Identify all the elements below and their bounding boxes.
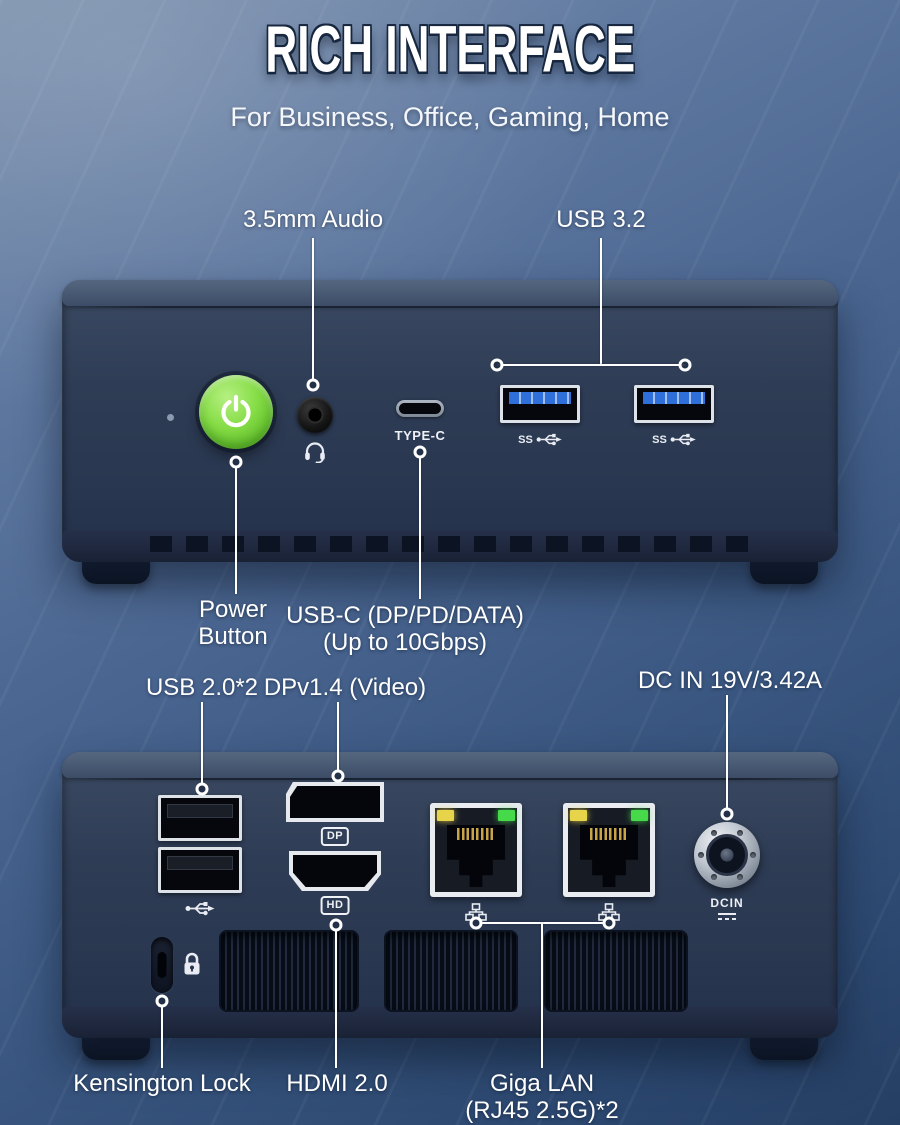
callout-usb20-label: USB 2.0*2 <box>145 674 259 701</box>
lan-led-green <box>498 810 515 821</box>
callout-line <box>337 702 339 770</box>
usb-ss-icon: SS <box>518 432 562 447</box>
callout-marker <box>155 994 169 1008</box>
mini-pc-front-panel <box>62 280 838 562</box>
panel-seam <box>68 306 832 308</box>
callout-usbc-label: USB-C (DP/PD/DATA) (Up to 10Gbps) <box>286 602 524 656</box>
screw-dot <box>711 830 717 836</box>
usb-trident-icon <box>185 900 215 917</box>
dc-jack-barrel <box>706 834 748 876</box>
callout-line <box>235 468 237 594</box>
usb-c-port <box>396 400 444 417</box>
audio-jack-hole <box>308 408 322 422</box>
screw-dot <box>698 852 704 858</box>
displayport-port <box>286 782 384 822</box>
screw-dot <box>750 852 756 858</box>
usb2-tongue <box>167 804 233 818</box>
callout-line <box>497 364 685 366</box>
usb-trident-icon <box>670 433 696 446</box>
callout-marker <box>229 455 243 469</box>
callout-marker <box>602 916 616 930</box>
usb2-port-1 <box>158 795 242 841</box>
callout-line <box>161 1007 163 1068</box>
callout-line <box>726 695 728 808</box>
hdmi-port <box>289 851 381 891</box>
lan-led-yellow <box>437 810 454 821</box>
page-title: RICH INTERFACE <box>0 12 900 86</box>
callout-kensington-label: Kensington Lock <box>73 1070 251 1097</box>
hdmi-badge: HD <box>320 896 350 915</box>
callout-line <box>201 702 203 783</box>
usb3-port-2 <box>634 385 714 423</box>
callout-line <box>541 923 543 1068</box>
type-c-port-label: TYPE-C <box>394 428 446 443</box>
usb3-tongue <box>643 392 705 404</box>
lan-led-yellow <box>570 810 587 821</box>
lan-port-2 <box>563 803 655 897</box>
rj45-pins <box>457 828 495 840</box>
callout-dp-label: DPv1.4 (Video) <box>263 674 427 701</box>
kensington-lock-slot <box>151 937 173 993</box>
usb-trident-icon <box>536 433 562 446</box>
panel-seam <box>68 778 832 780</box>
usb3-port-1 <box>500 385 580 423</box>
callout-marker <box>413 445 427 459</box>
headset-icon <box>303 440 327 463</box>
usb3-tongue <box>509 392 571 404</box>
lan-port-interior <box>568 808 650 892</box>
page-title-text: RICH INTERFACE <box>265 12 635 87</box>
callout-line <box>312 238 314 380</box>
usb2-tongue <box>167 856 233 870</box>
callout-marker <box>195 782 209 796</box>
padlock-icon <box>181 951 203 977</box>
dcin-port-label: DCIN <box>710 896 744 910</box>
callout-marker <box>490 358 504 372</box>
rear-vent-grille <box>384 930 518 1012</box>
screw-dot <box>711 874 717 880</box>
rear-panel-top-edge <box>62 752 838 778</box>
kensington-lock-hole <box>157 952 167 978</box>
page-subtitle: For Business, Office, Gaming, Home <box>230 102 670 132</box>
callout-marker <box>678 358 692 372</box>
screw-dot <box>737 874 743 880</box>
callout-marker <box>329 918 343 932</box>
callout-power-label: Power Button <box>198 596 268 650</box>
callout-line <box>335 931 337 1068</box>
audio-jack-port <box>297 397 333 433</box>
callout-lan-label: Giga LAN (RJ45 2.5G)*2 <box>465 1070 619 1124</box>
callout-hdmi-label: HDMI 2.0 <box>286 1070 388 1097</box>
screw-dot <box>737 830 743 836</box>
front-vent-slots <box>150 536 750 552</box>
callout-usb32-label: USB 3.2 <box>556 206 646 233</box>
callout-line <box>600 238 602 365</box>
dp-badge: DP <box>320 827 350 846</box>
rj45-socket <box>580 825 638 887</box>
power-button <box>199 375 273 449</box>
displayport-slot <box>290 786 380 818</box>
lan-led-green <box>631 810 648 821</box>
front-panel-top-edge <box>62 280 838 306</box>
callout-line <box>419 458 421 599</box>
usb-ss-icon: SS <box>652 432 696 447</box>
callout-marker <box>720 807 734 821</box>
rj45-socket <box>447 825 505 887</box>
power-icon <box>221 394 251 428</box>
callout-audio-label: 3.5mm Audio <box>242 206 384 233</box>
status-led-dot <box>167 414 174 421</box>
callout-dcin-label: DC IN 19V/3.42A <box>637 667 823 694</box>
rear-vent-grille <box>544 930 688 1012</box>
usb2-port-2 <box>158 847 242 893</box>
lan-port-1 <box>430 803 522 897</box>
callout-marker <box>469 916 483 930</box>
dc-symbol-icon <box>718 913 736 920</box>
hdmi-slot <box>293 855 377 887</box>
callout-marker <box>331 769 345 783</box>
rj45-pins <box>590 828 628 840</box>
lan-port-interior <box>435 808 517 892</box>
callout-marker <box>306 378 320 392</box>
usb-c-slot <box>399 403 441 414</box>
dc-jack-pin <box>720 848 734 862</box>
rear-vent-grille <box>219 930 359 1012</box>
dc-in-port <box>694 822 760 888</box>
